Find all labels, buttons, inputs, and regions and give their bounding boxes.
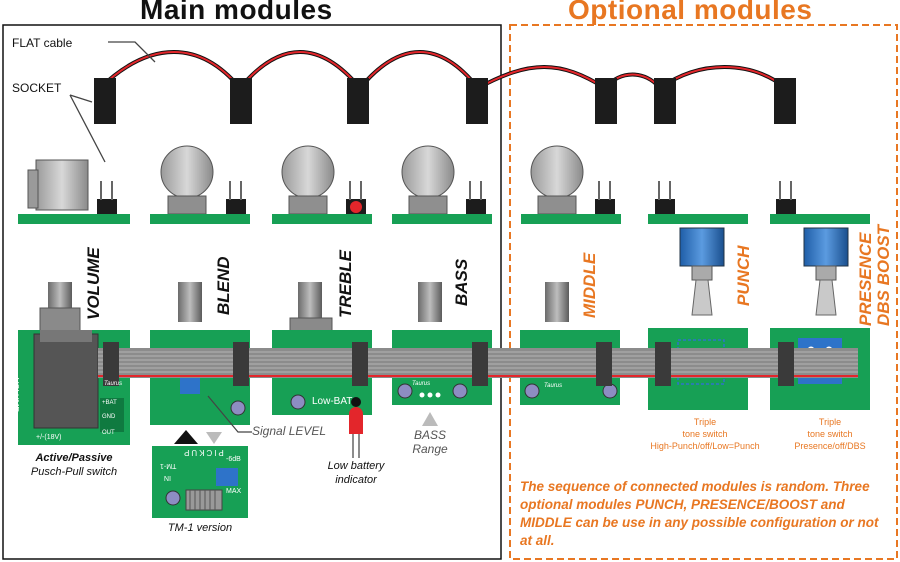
push-pull-caption: Pusch-Pull switch	[30, 466, 118, 478]
supply-label: +/-(18V)	[36, 434, 62, 441]
side-view-row	[18, 145, 870, 224]
max-gain-label: MAX	[226, 488, 242, 495]
presence-caption-3: Presence/off/DBS	[794, 441, 866, 451]
ribbon-cable	[98, 342, 858, 386]
min-gain-label: -6dB	[226, 456, 241, 463]
low-battery-caption-1: Low battery	[327, 460, 385, 472]
bass-range-caption-1: BASS	[413, 428, 446, 442]
flat-cable	[98, 50, 788, 92]
shafts	[39, 227, 849, 333]
tm1-caption: TM-1 version	[167, 522, 233, 534]
middle-label: MIDDLE	[580, 252, 599, 318]
presence-caption-1: Triple	[818, 417, 842, 427]
optional-modules-frame	[509, 24, 898, 560]
punch-caption-2: tone switch	[682, 429, 728, 439]
main-modules-frame	[2, 24, 502, 560]
main-modules-title: Main modules	[140, 0, 333, 25]
volume-label: VOLUME	[84, 247, 103, 320]
flat-cable-callout: FLAT cable	[12, 36, 73, 50]
blend-label: BLEND	[214, 256, 233, 315]
bass-range-caption-2: Range	[412, 442, 448, 456]
punch-caption-1: Triple	[693, 417, 717, 427]
brand-label-bass: Taurus	[412, 381, 431, 387]
signal-level-callout: Signal LEVEL	[252, 424, 327, 438]
low-bat-board-label: Low-BAT	[312, 396, 353, 407]
bass-range-jumper	[419, 392, 441, 426]
bass-label: BASS	[452, 258, 471, 306]
out-pin-label: OUT	[102, 430, 115, 436]
presence-caption-2: tone switch	[807, 429, 853, 439]
bat-pin-label: +BAT	[102, 400, 117, 406]
configuration-note: The sequence of connected modules is ran…	[520, 479, 879, 548]
low-battery-caption-2: indicator	[335, 474, 377, 486]
in-board-label: IN	[164, 474, 171, 481]
tm1-board-label: TM-1	[160, 462, 177, 469]
dbs-boost-label: DBS BOOST	[874, 224, 893, 326]
callout-arrows	[69, 41, 156, 163]
low-battery-led	[349, 397, 363, 458]
punch-label: PUNCH	[734, 245, 753, 306]
presence-label: PRESENCE	[856, 232, 875, 326]
treble-label: TREBLE	[336, 250, 355, 318]
brand-label-middle: Taurus	[544, 383, 563, 389]
cable-sockets	[94, 78, 796, 124]
pickup-board-label: PICKUP	[182, 448, 224, 457]
active-passive-caption: Active/Passive	[35, 452, 113, 464]
brand-label-volume: Taurus	[104, 381, 123, 387]
optional-modules-title: Optional modules	[568, 0, 813, 25]
punch-caption-3: High-Punch/off/Low=Punch	[650, 441, 760, 451]
gnd-pin-label: GND	[102, 414, 116, 420]
volume-board-text: VOLUME	[11, 378, 20, 412]
tm1-board	[152, 446, 248, 518]
socket-callout: SOCKET	[12, 81, 62, 95]
